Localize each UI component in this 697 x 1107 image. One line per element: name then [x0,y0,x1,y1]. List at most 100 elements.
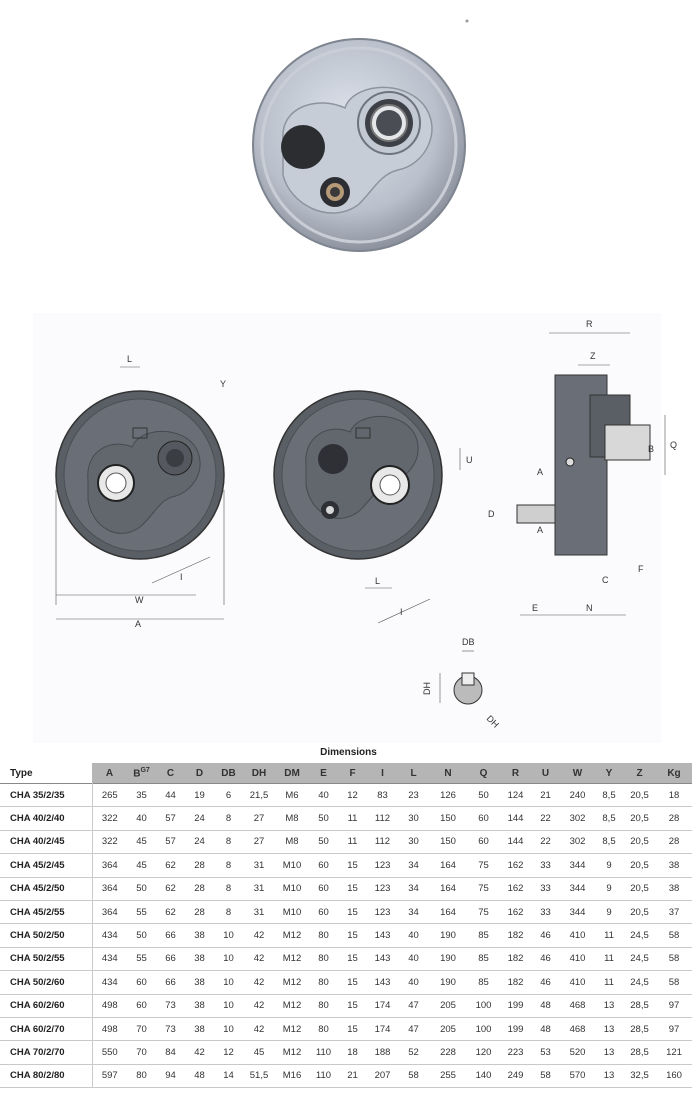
cell-f: 15 [338,1017,367,1042]
cell-d: 42 [185,1040,214,1065]
cell-z: 24,5 [623,947,656,972]
cell-r: 144 [500,830,531,855]
cell-b: 60 [127,970,156,995]
cell-f: 15 [338,877,367,901]
column-header-a: A [92,763,127,784]
cell-f: 15 [338,923,367,948]
front-view-right: U L I [273,390,473,624]
label-y: Y [220,379,226,389]
cell-dm: M12 [275,994,309,1018]
cell-z: 20,5 [623,806,656,831]
cell-kg: 58 [656,970,692,995]
cell-n: 150 [429,830,467,855]
cell-r: 182 [500,947,531,972]
cell-u: 33 [531,877,560,901]
cell-e: 60 [309,877,338,901]
cell-n: 190 [429,970,467,995]
type-cell: CHA 50/2/55 [0,947,93,972]
label-l-left: L [127,354,132,364]
cell-y: 8,5 [595,806,623,831]
cell-f: 11 [338,830,367,855]
cell-f: 21 [338,1064,367,1089]
cell-kg: 38 [656,853,692,878]
cell-y: 11 [595,970,623,995]
cell-q: 85 [467,970,500,995]
cell-dm: M12 [275,1017,309,1042]
cell-b: 45 [127,853,156,878]
cell-l: 30 [398,830,429,855]
cell-c: 94 [156,1064,185,1089]
cell-d: 38 [185,947,214,972]
cell-y: 13 [595,1040,623,1065]
cell-q: 50 [467,782,500,808]
cell-w: 410 [560,923,595,948]
cell-z: 20,5 [623,853,656,878]
cell-q: 60 [467,806,500,831]
cell-dm: M12 [275,947,309,972]
cell-i: 83 [367,782,398,808]
cell-c: 57 [156,830,185,855]
cell-u: 33 [531,853,560,878]
cell-kg: 121 [656,1040,692,1065]
type-cell: CHA 60/2/70 [0,1017,93,1042]
cell-d: 19 [185,782,214,808]
column-header-e: E [309,763,338,784]
cell-b: 55 [127,947,156,972]
cell-c: 66 [156,970,185,995]
cell-i: 188 [367,1040,398,1065]
cell-q: 75 [467,877,500,901]
cell-a: 364 [92,877,127,901]
column-header-q: Q [467,763,500,784]
column-header-dh: DH [243,763,275,784]
cell-b: 60 [127,994,156,1018]
cell-i: 123 [367,853,398,878]
cell-w: 410 [560,947,595,972]
cell-b: 70 [127,1040,156,1065]
label-z: Z [590,351,596,361]
cell-a: 364 [92,853,127,878]
cell-dh: 42 [243,1017,275,1042]
column-header-b: BG7 [127,763,156,784]
cell-y: 9 [595,900,623,925]
cell-l: 30 [398,806,429,831]
cell-e: 80 [309,947,338,972]
cell-y: 13 [595,1064,623,1089]
cell-kg: 58 [656,947,692,972]
cell-db: 8 [214,853,243,878]
cell-kg: 58 [656,923,692,948]
cell-y: 8,5 [595,830,623,855]
cell-u: 46 [531,947,560,972]
cell-e: 60 [309,853,338,878]
cell-i: 174 [367,994,398,1018]
cell-u: 22 [531,830,560,855]
cell-a: 364 [92,900,127,925]
cell-n: 164 [429,853,467,878]
cell-z: 20,5 [623,830,656,855]
cell-kg: 160 [656,1064,692,1089]
cell-a: 498 [92,1017,127,1042]
cell-u: 46 [531,970,560,995]
cell-kg: 28 [656,806,692,831]
cell-l: 40 [398,947,429,972]
label-u: U [466,455,473,465]
cell-u: 48 [531,994,560,1018]
cell-w: 520 [560,1040,595,1065]
cell-z: 24,5 [623,923,656,948]
gearbox-photo [252,19,469,252]
column-header-u: U [531,763,560,784]
cell-w: 410 [560,970,595,995]
cell-r: 223 [500,1040,531,1065]
cell-dh: 42 [243,970,275,995]
cell-db: 10 [214,1017,243,1042]
cell-n: 164 [429,900,467,925]
cell-z: 28,5 [623,1017,656,1042]
label-q: Q [670,440,677,450]
type-cell: CHA 50/2/50 [0,923,93,948]
cell-n: 205 [429,1017,467,1042]
cell-db: 12 [214,1040,243,1065]
cell-e: 110 [309,1064,338,1089]
label-f: F [638,564,644,574]
cell-y: 9 [595,853,623,878]
cell-e: 80 [309,923,338,948]
